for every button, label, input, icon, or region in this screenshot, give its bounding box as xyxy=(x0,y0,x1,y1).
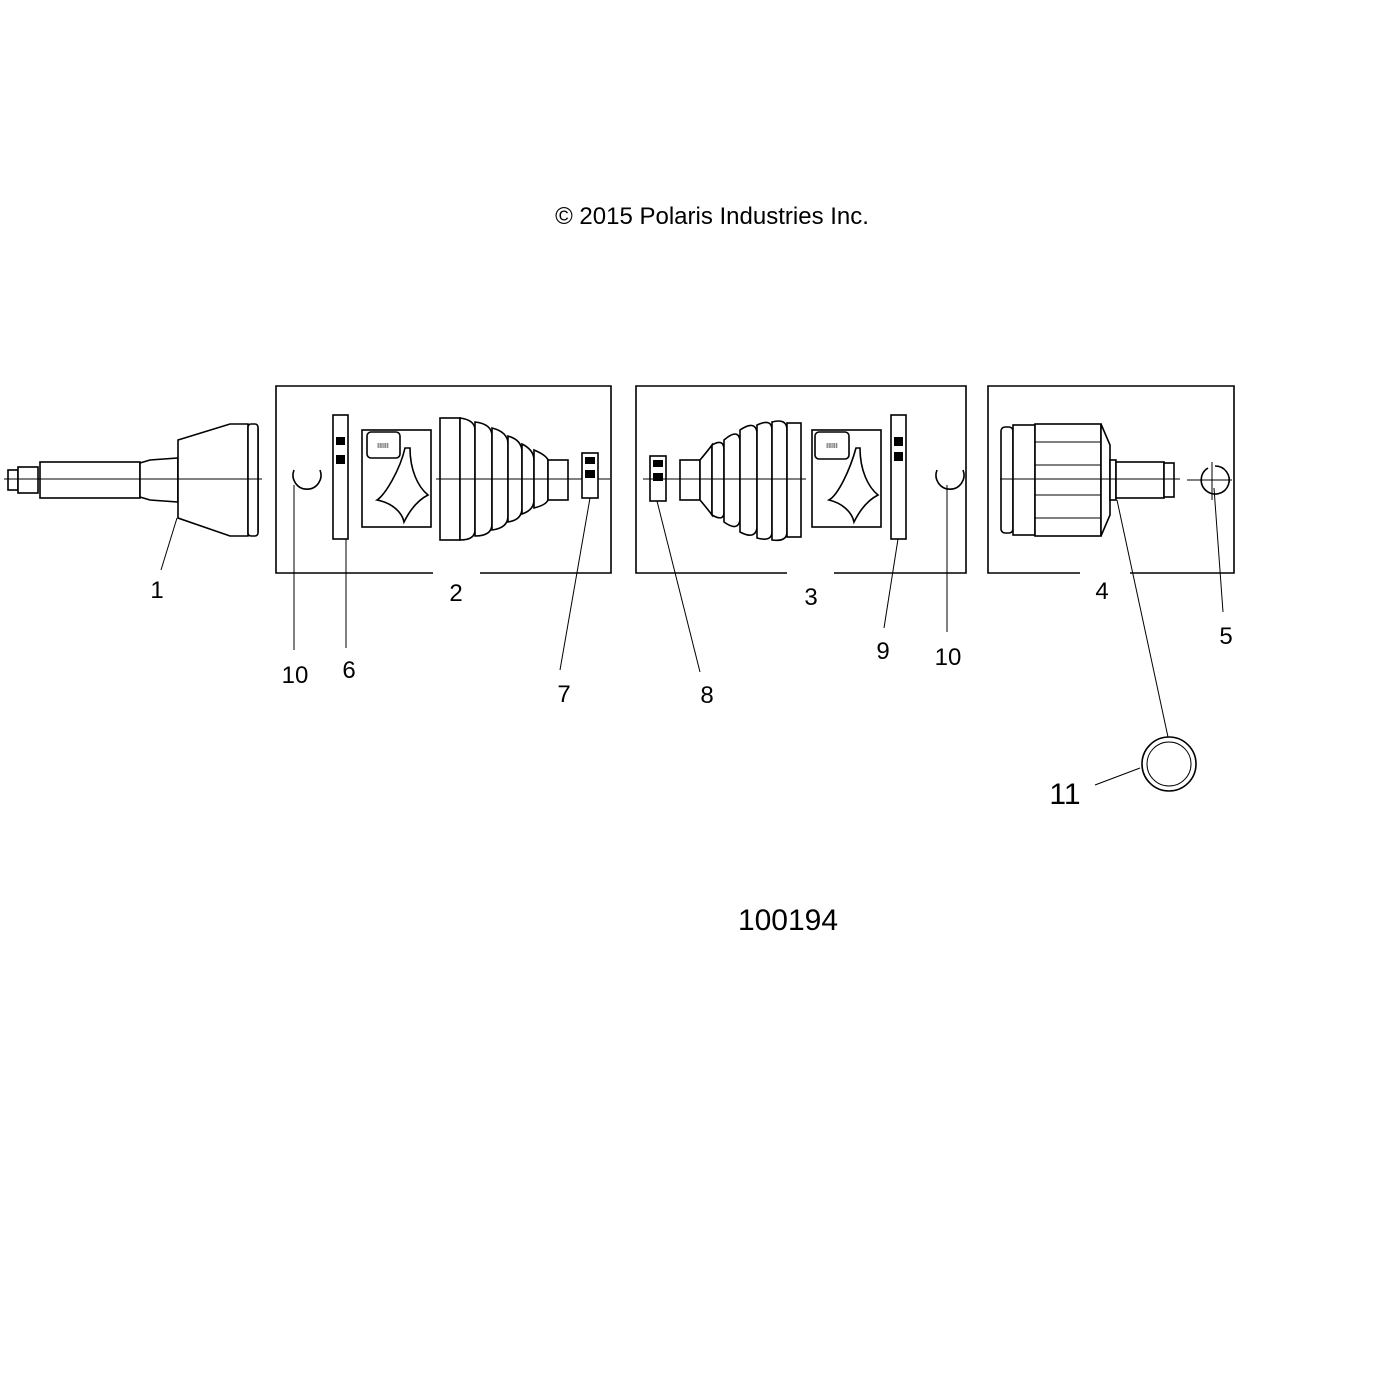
callout-2: 2 xyxy=(449,580,462,607)
kit-box-4 xyxy=(987,385,1235,574)
callout-7: 7 xyxy=(557,681,570,708)
part-11-o-ring[interactable] xyxy=(1141,736,1197,792)
part-3-inner-boot[interactable] xyxy=(679,420,802,542)
grease-packet[interactable] xyxy=(361,429,432,528)
grease-packet[interactable] xyxy=(811,429,882,528)
callout-6: 6 xyxy=(342,657,355,684)
callout-10-right: 10 xyxy=(935,644,962,671)
kit-box-2 xyxy=(275,385,612,574)
part-5-circlip[interactable] xyxy=(1187,462,1232,500)
part-6-boot-clamp-large[interactable] xyxy=(332,414,349,540)
part-1-outer-cv-joint[interactable] xyxy=(7,423,259,537)
callout-4: 4 xyxy=(1095,578,1108,605)
callout-11: 11 xyxy=(1049,778,1080,811)
kit-box-3 xyxy=(635,385,967,574)
part-9-boot-clamp-large[interactable] xyxy=(890,414,907,540)
part-4-inner-cv-joint[interactable] xyxy=(1000,423,1175,537)
callout-10-left: 10 xyxy=(282,662,309,689)
callout-1: 1 xyxy=(150,577,163,604)
copyright-text: © 2015 Polaris Industries Inc. xyxy=(555,203,869,230)
callout-3: 3 xyxy=(804,584,817,611)
leader-lines xyxy=(160,485,1224,786)
part-10-snap-ring[interactable] xyxy=(292,469,322,490)
part-7-boot-clamp-small[interactable] xyxy=(581,452,599,499)
callout-5: 5 xyxy=(1219,623,1232,650)
part-10-snap-ring[interactable] xyxy=(935,469,965,490)
kit-label-text: IIIIII xyxy=(377,443,389,450)
callout-9: 9 xyxy=(876,638,889,665)
diagram-id: 100194 xyxy=(738,904,838,937)
callout-8: 8 xyxy=(700,682,713,709)
kit-label-text: IIIIII xyxy=(826,443,838,450)
